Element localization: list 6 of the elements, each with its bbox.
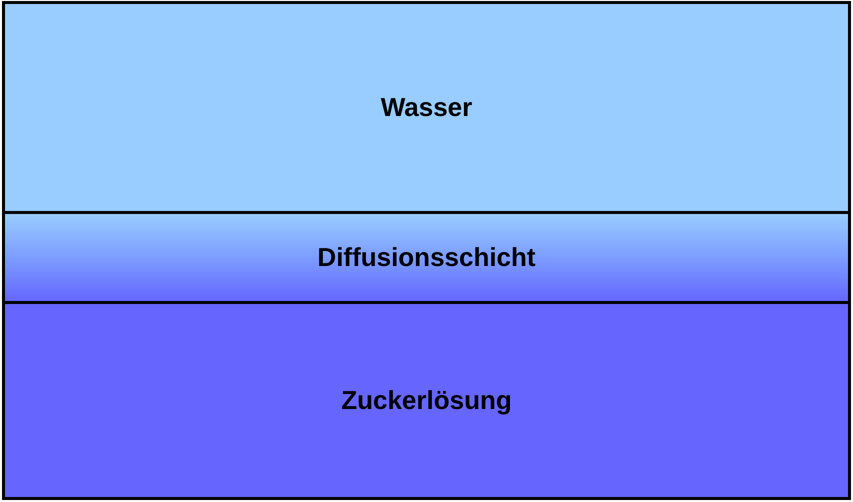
sugar-solution-layer <box>2 301 851 500</box>
water-layer <box>2 1 851 214</box>
diffusion-layer <box>2 211 851 304</box>
layer-label: Diffusionsschicht <box>317 241 536 274</box>
layer-label: Zuckerlösung <box>341 384 512 417</box>
layer-label: Wasser <box>380 91 472 124</box>
